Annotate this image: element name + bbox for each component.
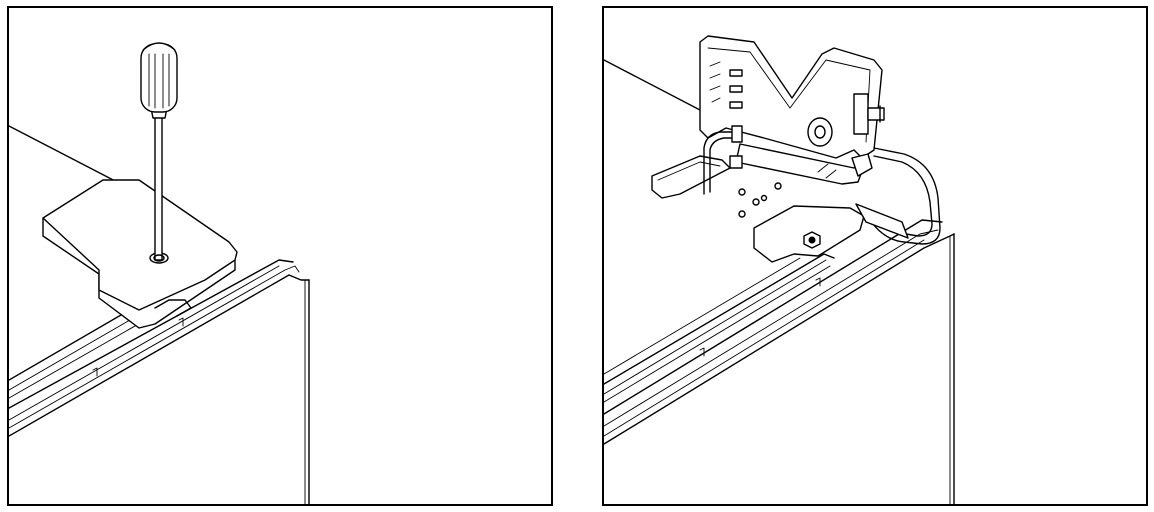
panel-hinge-bracket-wiring <box>602 6 1148 506</box>
screwdriver-handle <box>140 43 178 113</box>
wire-connector <box>731 125 743 143</box>
hinge-plate <box>738 182 865 263</box>
hinge-bracket <box>651 35 885 199</box>
panel-screwdriver-hinge-cover <box>7 6 553 506</box>
wire-harness <box>703 125 941 245</box>
cabinet-top-front-edge <box>604 219 955 445</box>
cabinet-back-edge <box>604 59 701 111</box>
illustration-left <box>9 42 310 504</box>
cabinet-back-edge <box>9 125 120 184</box>
hex-bolt <box>803 231 821 249</box>
wire-connector <box>729 155 743 169</box>
illustration-right <box>604 35 955 504</box>
screwdriver <box>140 42 178 262</box>
hinge-cover <box>42 179 238 329</box>
